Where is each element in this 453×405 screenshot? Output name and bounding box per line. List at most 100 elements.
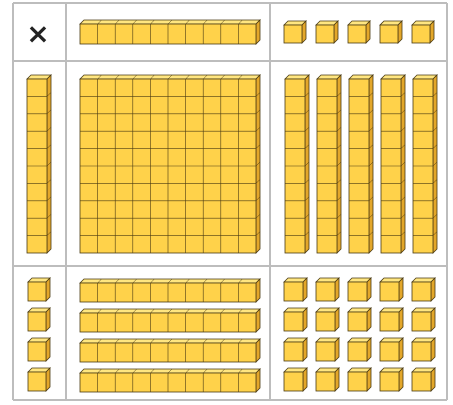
unit-cube — [412, 338, 435, 361]
unit-cube — [348, 338, 371, 361]
block-side-face — [335, 368, 339, 391]
block-side-face — [46, 338, 50, 361]
block-side-face — [256, 369, 260, 392]
unit-cube — [380, 308, 403, 331]
ten-rod-vertical — [349, 75, 373, 253]
block-front-face — [380, 372, 399, 391]
block-side-face — [399, 368, 403, 391]
unit-cube — [284, 278, 307, 301]
block-side-face — [256, 279, 260, 302]
block-front-face — [380, 312, 399, 331]
block-front-face — [348, 312, 367, 331]
unit-cube — [380, 338, 403, 361]
block-side-face — [367, 338, 371, 361]
block-side-face — [431, 308, 435, 331]
unit-cube — [348, 308, 371, 331]
ten-rod-horizontal — [80, 369, 260, 392]
unit-cube — [284, 21, 306, 43]
block-side-face — [335, 338, 339, 361]
block-front-face — [412, 282, 431, 301]
block-front-face — [412, 25, 430, 43]
unit-cube — [284, 368, 307, 391]
ten-rod-vertical — [413, 75, 437, 253]
block-front-face — [284, 25, 302, 43]
ten-rod-horizontal — [80, 279, 260, 302]
block-side-face — [256, 20, 260, 44]
block-front-face — [412, 312, 431, 331]
unit-cube — [348, 278, 371, 301]
base-ten-blocks — [27, 20, 437, 392]
unit-cube — [28, 308, 50, 331]
unit-cube — [380, 278, 403, 301]
block-front-face — [284, 282, 303, 301]
block-front-face — [316, 372, 335, 391]
block-side-face — [46, 278, 50, 301]
ten-rod-horizontal — [80, 20, 260, 44]
block-side-face — [367, 368, 371, 391]
block-front-face — [28, 342, 46, 361]
ten-rod-horizontal — [80, 309, 260, 332]
unit-cube — [28, 278, 50, 301]
block-front-face — [284, 312, 303, 331]
block-side-face — [399, 338, 403, 361]
block-side-face — [335, 308, 339, 331]
block-side-face — [256, 339, 260, 362]
block-side-face — [367, 308, 371, 331]
block-front-face — [316, 342, 335, 361]
hundred-flat — [80, 75, 260, 253]
unit-cube — [316, 368, 339, 391]
block-side-face — [431, 338, 435, 361]
block-side-face — [431, 278, 435, 301]
block-front-face — [316, 312, 335, 331]
unit-cube — [380, 21, 402, 43]
ten-rod-horizontal — [80, 339, 260, 362]
block-side-face — [367, 278, 371, 301]
unit-cube — [28, 338, 50, 361]
block-side-face — [399, 278, 403, 301]
ten-rod-vertical — [285, 75, 309, 253]
block-front-face — [348, 342, 367, 361]
times-symbol: × — [26, 17, 49, 50]
block-front-face — [348, 282, 367, 301]
block-front-face — [284, 342, 303, 361]
block-side-face — [303, 338, 307, 361]
block-front-face — [316, 25, 334, 43]
block-side-face — [398, 21, 402, 43]
unit-cube — [412, 368, 435, 391]
unit-cube — [284, 338, 307, 361]
unit-cube — [348, 368, 371, 391]
unit-cube — [412, 21, 434, 43]
block-side-face — [334, 21, 338, 43]
unit-cube — [316, 308, 339, 331]
block-front-face — [380, 282, 399, 301]
block-side-face — [46, 368, 50, 391]
block-side-face — [303, 308, 307, 331]
block-front-face — [28, 312, 46, 331]
block-side-face — [399, 308, 403, 331]
block-front-face — [28, 282, 46, 301]
block-side-face — [303, 278, 307, 301]
block-front-face — [412, 342, 431, 361]
block-side-face — [46, 308, 50, 331]
block-side-face — [303, 368, 307, 391]
block-side-face — [366, 21, 370, 43]
unit-cube — [412, 278, 435, 301]
block-front-face — [348, 372, 367, 391]
unit-cube — [412, 308, 435, 331]
block-front-face — [380, 342, 399, 361]
unit-cube — [28, 368, 50, 391]
block-side-face — [430, 21, 434, 43]
block-side-face — [302, 21, 306, 43]
unit-cube — [380, 368, 403, 391]
block-front-face — [284, 372, 303, 391]
ten-rod-vertical — [317, 75, 341, 253]
block-front-face — [316, 282, 335, 301]
unit-cube — [316, 338, 339, 361]
block-front-face — [348, 25, 366, 43]
ten-rod-vertical — [27, 75, 51, 253]
unit-cube — [316, 278, 339, 301]
unit-cube — [348, 21, 370, 43]
block-side-face — [256, 309, 260, 332]
block-front-face — [380, 25, 398, 43]
